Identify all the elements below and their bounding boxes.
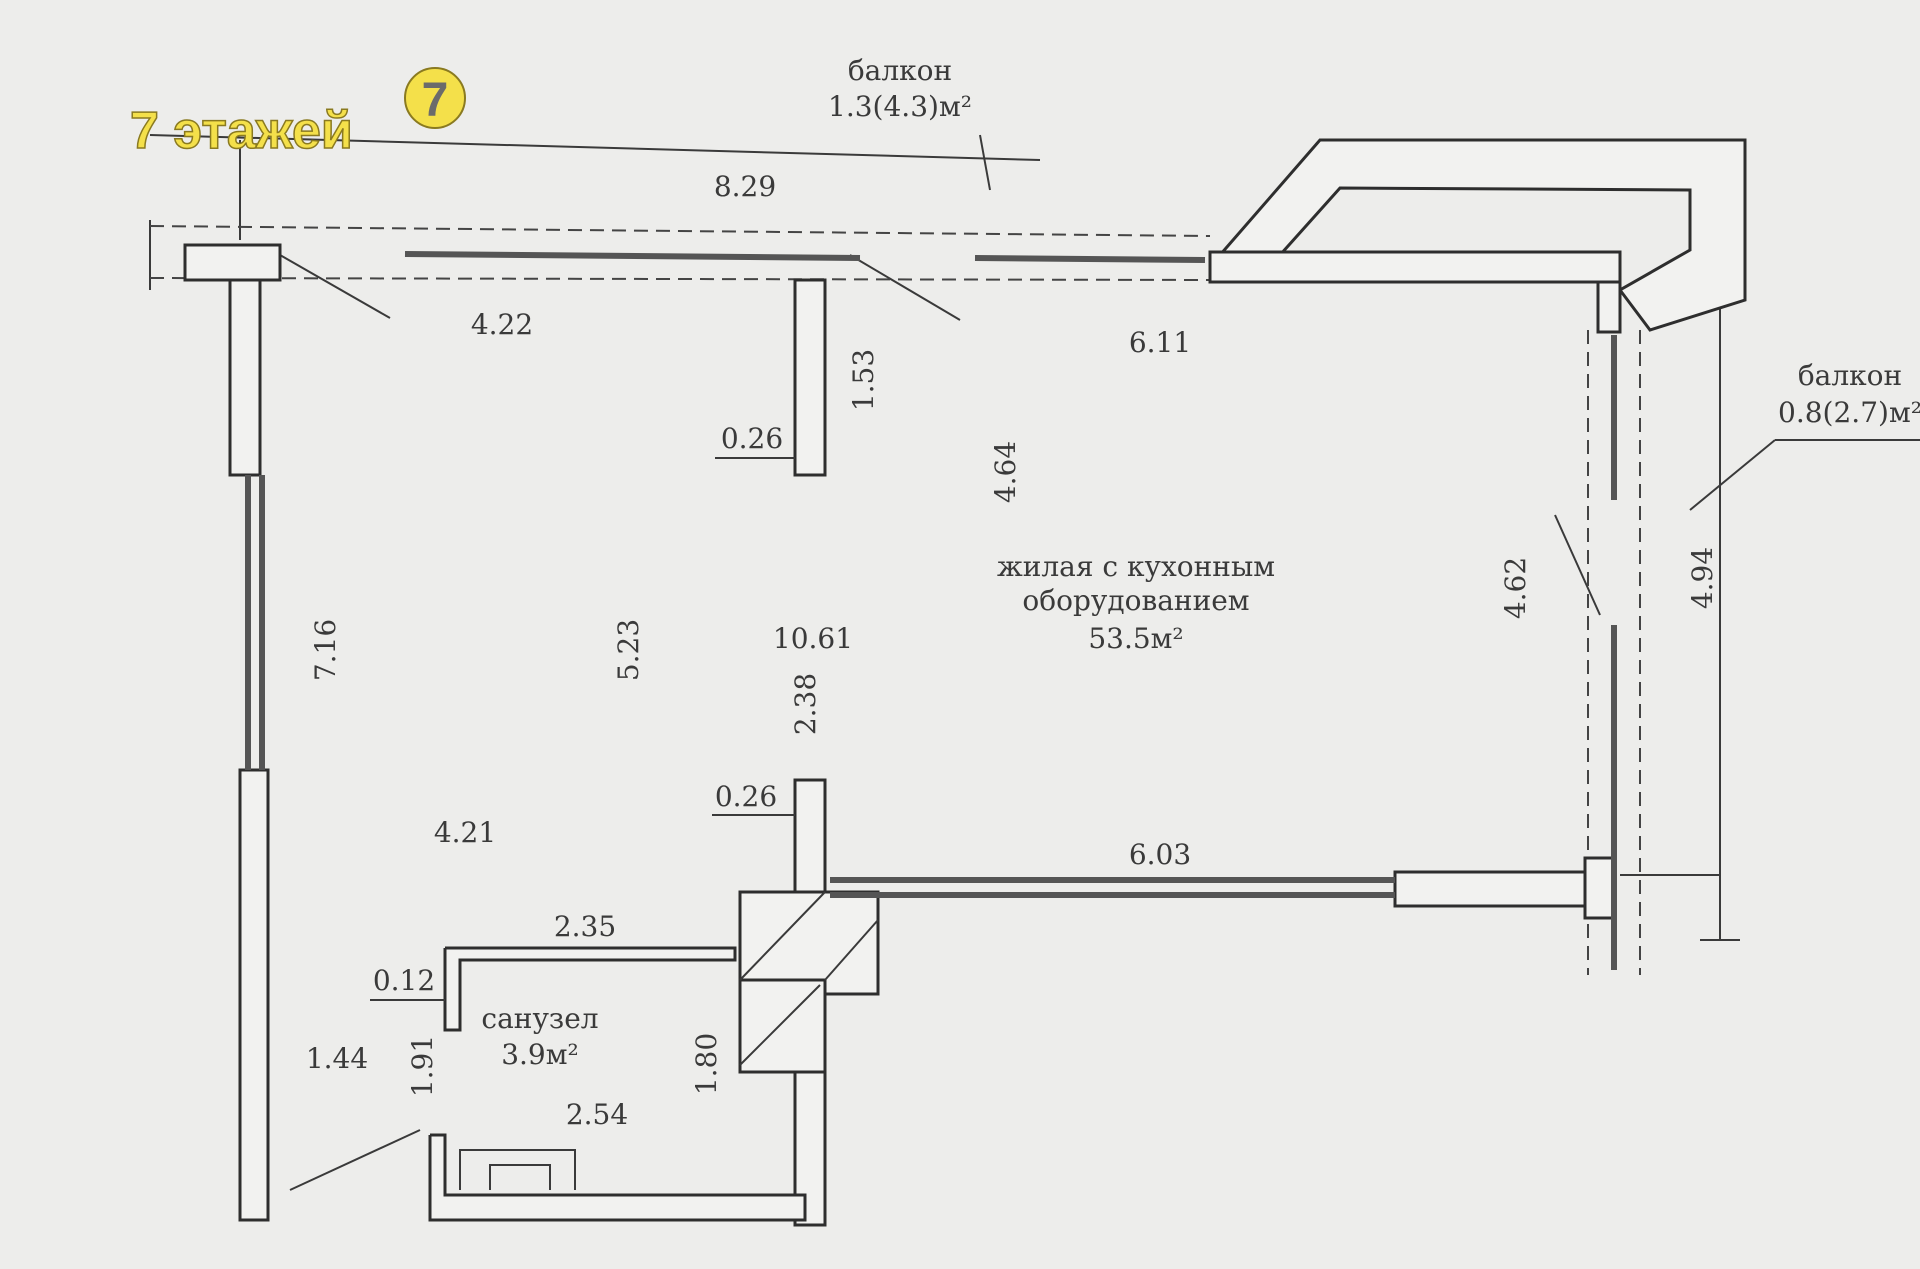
dim-2-54: 2.54 (566, 1098, 628, 1131)
dim-0-12: 0.12 (373, 964, 435, 997)
balcony-right-area: 0.8(2.7)м² (1778, 396, 1920, 429)
dim-4-22: 4.22 (471, 308, 533, 341)
logo-badge-number: 7 (422, 74, 449, 127)
dim-1-91: 1.91 (406, 1035, 439, 1097)
dim-4-94: 4.94 (1686, 547, 1719, 609)
dim-6-11: 6.11 (1129, 326, 1191, 359)
balcony-top-label: балкон (848, 54, 952, 87)
facade-dashed-outline (149, 225, 1641, 975)
dim-8-29: 8.29 (714, 170, 776, 203)
dim-7-16: 7.16 (309, 619, 342, 681)
svg-text:7 этажей: 7 этажей (130, 102, 353, 160)
living-room-area: 53.5м² (1088, 622, 1183, 655)
dim-0-26-bottom: 0.26 (715, 780, 777, 813)
dim-4-62: 4.62 (1499, 557, 1532, 619)
windows (245, 251, 1617, 970)
dim-5-23: 5.23 (612, 619, 645, 681)
dim-4-21: 4.21 (434, 816, 496, 849)
living-room-label-1: жилая с кухонным (997, 550, 1275, 583)
dim-1-53: 1.53 (847, 349, 880, 411)
dim-2-38: 2.38 (789, 673, 822, 735)
dim-0-26-top: 0.26 (721, 422, 783, 455)
bathroom-label: санузел (481, 1002, 598, 1035)
balcony-top-outline (1216, 138, 1747, 332)
logo-text: 7 этажей (130, 102, 353, 160)
dim-1-80: 1.80 (690, 1033, 723, 1095)
dimension-lines (149, 134, 1920, 1191)
dim-4-64: 4.64 (989, 441, 1022, 503)
dimension-labels: 8.29 4.22 6.11 1.53 0.26 4.64 4.62 4.94 … (306, 170, 1719, 1131)
logo: 7 этажей 7 (129, 67, 466, 161)
living-room-label-2: оборудованием (1022, 584, 1249, 617)
dim-2-35: 2.35 (554, 910, 616, 943)
balcony-right-label: балкон (1798, 359, 1902, 392)
dim-6-03: 6.03 (1129, 838, 1191, 871)
bathroom-area: 3.9м² (501, 1038, 579, 1071)
dim-1-44: 1.44 (306, 1042, 368, 1075)
dim-10-61: 10.61 (773, 622, 853, 655)
logo-badge-icon (404, 67, 466, 129)
walls (183, 243, 1622, 1227)
balcony-top-area: 1.3(4.3)м² (828, 90, 972, 123)
